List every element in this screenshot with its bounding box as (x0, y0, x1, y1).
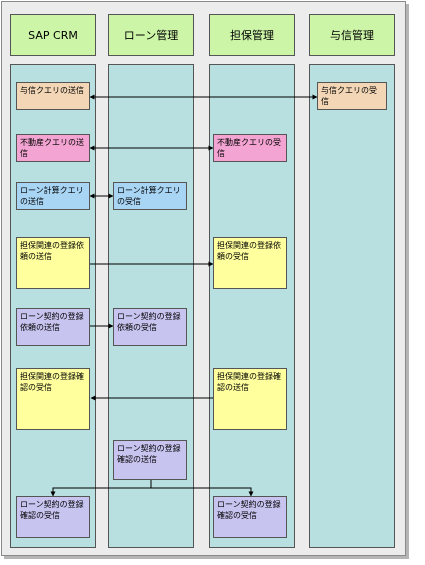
arrow-loan-registration-confirmation-branch-2 (151, 487, 254, 497)
box-send-credit-query: 与信クエリの送信 (16, 82, 90, 110)
lane-header-sap-crm: SAP CRM (10, 14, 96, 56)
box-send-collateral-registration-request: 担保関連の登録依頼の送信 (16, 237, 90, 289)
box-receive-collateral-registration-confirmation: 担保関連の登録確認の受信 (16, 368, 90, 430)
arrow-loan-registration-confirmation-branch (50, 480, 152, 497)
box-receive-collateral-registration-request: 担保関連の登録依頼の受信 (213, 237, 287, 289)
box-send-loan-registration-request: ローン契約の登録依頼の送信 (16, 308, 90, 346)
lane-header-credit-management: 与信管理 (309, 14, 395, 56)
box-receive-loan-calc-query: ローン計算クエリの受信 (113, 182, 187, 210)
box-receive-credit-query: 与信クエリの受信 (317, 82, 387, 110)
box-send-loan-calc-query: ローン計算クエリの送信 (16, 182, 90, 210)
box-receive-loan-registration-request: ローン契約の登録依頼の受信 (113, 308, 187, 346)
box-send-collateral-registration-confirmation: 担保関連の登録確認の送信 (213, 368, 287, 430)
box-receive-loan-registration-confirmation-crm: ローン契約の登録確認の受信 (16, 496, 90, 538)
box-send-loan-registration-confirmation: ローン契約の登録確認の送信 (113, 440, 187, 480)
lane-header-collateral-management: 担保管理 (209, 14, 295, 56)
box-receive-loan-registration-confirmation-collateral: ローン契約の登録確認の受信 (213, 496, 287, 538)
box-send-real-estate-query: 不動産クエリの送信 (16, 134, 90, 162)
box-receive-real-estate-query: 不動産クエリの受信 (213, 134, 287, 162)
lane-header-loan-management: ローン管理 (108, 14, 194, 56)
lane-credit-management (309, 64, 395, 548)
